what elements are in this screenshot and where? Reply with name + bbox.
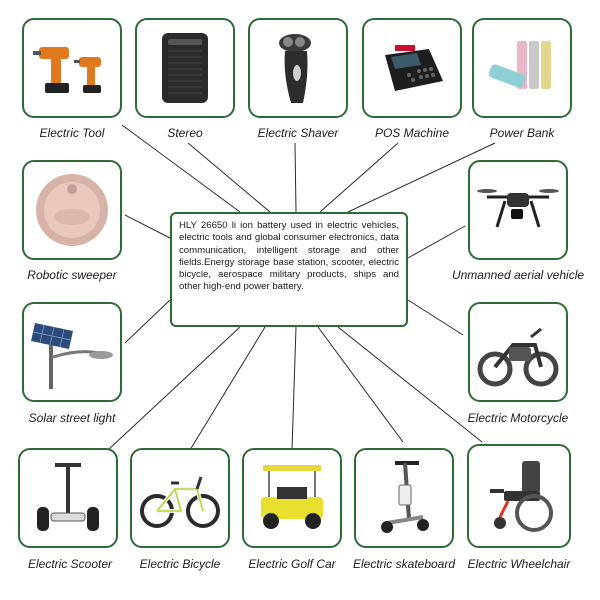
tile-electric-scooter xyxy=(18,448,118,548)
speaker-icon xyxy=(162,33,208,103)
tile-electric-shaver xyxy=(248,18,348,118)
tile-electric-tool xyxy=(22,18,122,118)
label-electric-wheelchair: Electric Wheelchair xyxy=(467,557,571,571)
tile-uav xyxy=(468,160,568,260)
tile-robotic-sweeper xyxy=(22,160,122,260)
battery-description-text: HLY 26650 li ion battery used in electri… xyxy=(179,220,399,293)
label-electric-tool: Electric Tool xyxy=(39,126,105,140)
pos-terminal-icon xyxy=(385,45,443,91)
label-electric-golf-car: Electric Golf Car xyxy=(248,557,336,571)
tile-electric-skateboard xyxy=(354,448,454,548)
power-bank-icon xyxy=(488,41,551,89)
label-solar-street-light: Solar street light xyxy=(28,411,116,425)
motorcycle-icon xyxy=(477,327,559,387)
tile-electric-motorcycle xyxy=(468,302,568,402)
tile-solar-street-light xyxy=(22,302,122,402)
bicycle-icon xyxy=(140,476,220,528)
balance-scooter-icon xyxy=(37,463,99,531)
label-electric-skateboard: Electric skateboard xyxy=(352,557,456,571)
solar-street-light-icon xyxy=(31,323,113,389)
robot-vacuum-icon xyxy=(36,174,108,246)
label-electric-bicycle: Electric Bicycle xyxy=(139,557,221,571)
tile-electric-golf-car xyxy=(242,448,342,548)
label-pos-machine: POS Machine xyxy=(374,126,450,140)
kick-scooter-icon xyxy=(381,461,429,533)
label-stereo: Stereo xyxy=(167,126,203,140)
tile-power-bank xyxy=(472,18,572,118)
shaver-icon xyxy=(279,34,311,103)
tile-electric-wheelchair xyxy=(467,444,571,548)
label-electric-shaver: Electric Shaver xyxy=(257,126,339,140)
label-robotic-sweeper: Robotic sweeper xyxy=(27,268,117,282)
battery-description-box: HLY 26650 li ion battery used in electri… xyxy=(170,212,408,327)
label-uav: Unmanned aerial vehicle xyxy=(451,268,585,282)
tile-stereo xyxy=(135,18,235,118)
drill-icon xyxy=(33,47,101,93)
tile-pos-machine xyxy=(362,18,462,118)
tile-electric-bicycle xyxy=(130,448,230,548)
golf-cart-icon xyxy=(261,465,323,529)
label-electric-motorcycle: Electric Motorcycle xyxy=(467,411,569,425)
wheelchair-icon xyxy=(490,461,553,532)
drone-icon xyxy=(477,189,559,228)
label-electric-scooter: Electric Scooter xyxy=(27,557,113,571)
label-power-bank: Power Bank xyxy=(489,126,555,140)
